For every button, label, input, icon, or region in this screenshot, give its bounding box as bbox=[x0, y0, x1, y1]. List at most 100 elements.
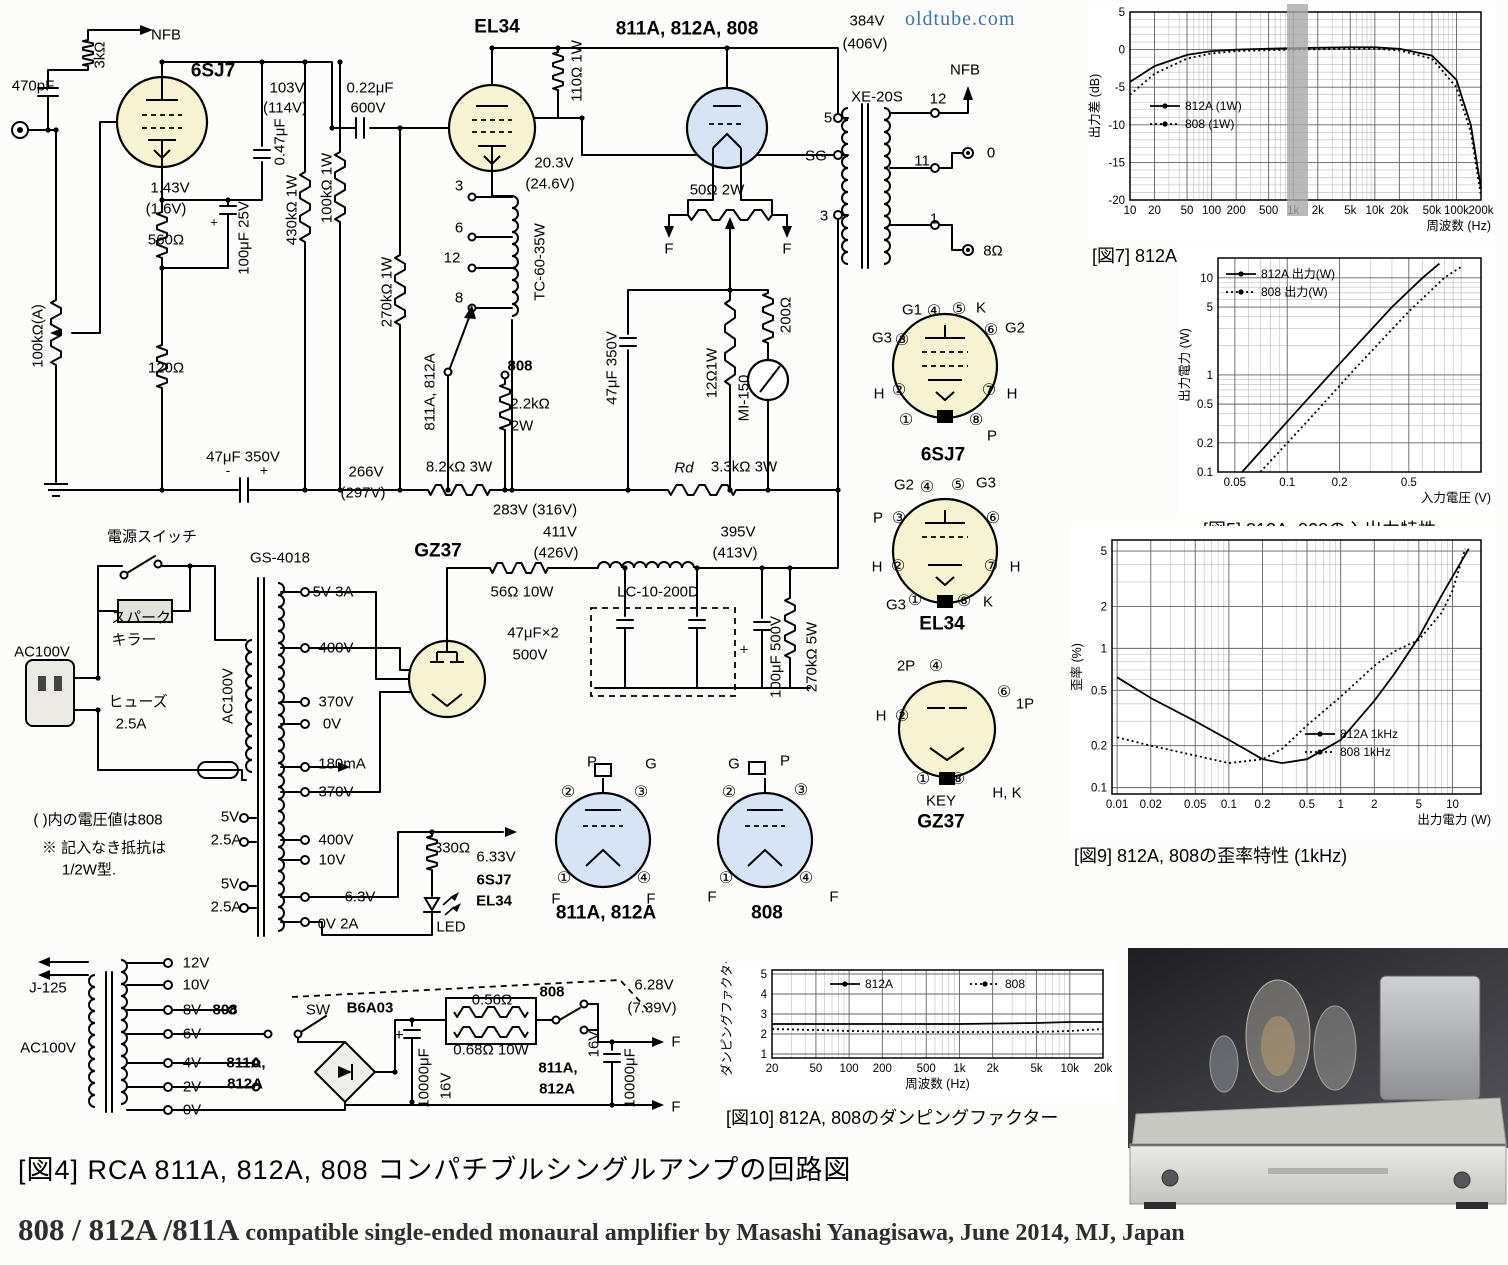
schematic-label: 1 bbox=[929, 210, 939, 228]
schematic-label: B6A03 bbox=[346, 999, 394, 1017]
schematic-label: 10000μF bbox=[621, 1048, 639, 1108]
misc-parts bbox=[25, 410, 955, 1104]
schematic-label: K bbox=[975, 299, 987, 317]
svg-text:808 出力(W): 808 出力(W) bbox=[1261, 285, 1328, 299]
svg-text:5: 5 bbox=[1101, 546, 1107, 558]
svg-text:1: 1 bbox=[1101, 643, 1107, 655]
schematic-label: LED bbox=[436, 918, 466, 936]
svg-text:808 1kHz: 808 1kHz bbox=[1340, 745, 1391, 759]
schematic-label: 5V bbox=[220, 875, 240, 893]
schematic-label: 3 bbox=[454, 177, 464, 195]
schematic-label: 330Ω bbox=[433, 839, 471, 857]
schematic-label: SW bbox=[305, 1001, 331, 1019]
series-812A 1kHz bbox=[1116, 548, 1470, 765]
schematic-label: G1 bbox=[901, 301, 923, 319]
svg-text:10: 10 bbox=[1200, 273, 1213, 285]
schematic-label: ※ 記入なき抵抗は bbox=[41, 839, 167, 857]
svg-text:100: 100 bbox=[840, 1063, 859, 1075]
tube-electrodes bbox=[146, 77, 967, 867]
schematic-label: スパーク bbox=[110, 609, 172, 627]
schematic-label: TC-60-35W bbox=[531, 223, 549, 301]
schematic-label: H bbox=[871, 558, 883, 576]
svg-text:出力電力 (W): 出力電力 (W) bbox=[1178, 328, 1192, 402]
schematic-label: 8 bbox=[454, 289, 464, 307]
schematic-label: (297V) bbox=[340, 484, 386, 502]
svg-text:2k: 2k bbox=[987, 1063, 999, 1075]
svg-text:-15: -15 bbox=[1108, 157, 1125, 169]
schematic-label: 100kΩ 1W bbox=[318, 152, 336, 224]
schematic-label: + bbox=[259, 462, 269, 478]
schematic-label: 811A, 812A bbox=[421, 353, 439, 431]
svg-text:50: 50 bbox=[1181, 205, 1194, 217]
schematic-label: 2.5A bbox=[210, 898, 242, 916]
schematic-label: 12Ω1W bbox=[703, 347, 721, 399]
schematic-label: Rd bbox=[674, 459, 694, 477]
schematic-label: + bbox=[739, 641, 749, 659]
schematic-label: 411V bbox=[543, 523, 577, 541]
schematic-label: (7.39V) bbox=[627, 999, 677, 1017]
tube-envelopes bbox=[115, 75, 999, 889]
svg-text:0.5: 0.5 bbox=[1197, 399, 1213, 411]
svg-text:0.2: 0.2 bbox=[1332, 477, 1348, 489]
svg-text:周波数 (Hz): 周波数 (Hz) bbox=[905, 1076, 970, 1091]
tube-811a bbox=[685, 86, 769, 170]
schematic-label: + bbox=[394, 1027, 404, 1044]
schematic-label: 395V bbox=[720, 523, 756, 541]
schematic-label: 811A, 812A, 808 bbox=[615, 18, 759, 40]
svg-text:-5: -5 bbox=[1115, 82, 1125, 94]
schematic-label: ⑧ bbox=[950, 771, 966, 788]
schematic-label: G3 bbox=[885, 596, 907, 614]
schematic-label: ④ bbox=[926, 303, 942, 320]
svg-text:0.1: 0.1 bbox=[1197, 467, 1213, 479]
svg-text:2: 2 bbox=[761, 1029, 767, 1041]
amplifier-photo bbox=[1128, 948, 1508, 1209]
schematic-label: AC100V bbox=[219, 668, 237, 724]
svg-text:5k: 5k bbox=[1030, 1063, 1042, 1075]
schematic-label: 266V bbox=[348, 463, 384, 481]
schematic-label: ③ bbox=[894, 332, 910, 349]
schematic-label: 270kΩ 5W bbox=[803, 621, 821, 693]
schematic-label: 370V bbox=[318, 783, 354, 801]
schematic-label: P bbox=[586, 753, 598, 771]
schematic-label: 808 bbox=[507, 357, 533, 375]
legend: 812A 1kHz 808 1kHz bbox=[1305, 727, 1398, 759]
svg-text:3: 3 bbox=[761, 1009, 767, 1021]
schematic-label: H bbox=[1006, 385, 1018, 403]
watermark: oldtube.com bbox=[905, 8, 1016, 30]
schematic-label: 47μF 350V bbox=[206, 448, 280, 466]
svg-text:812A 1kHz: 812A 1kHz bbox=[1340, 727, 1398, 741]
schematic-label: 47μF×2 bbox=[507, 624, 559, 642]
svg-text:0.01: 0.01 bbox=[1106, 799, 1128, 811]
svg-text:10: 10 bbox=[1446, 799, 1459, 811]
schematic-label: 5V 3A bbox=[312, 583, 354, 601]
front-knob-left bbox=[1161, 1169, 1179, 1187]
schematic-label: ヒューズ bbox=[108, 693, 168, 711]
chart-fig10-caption: [図10] 812A, 808のダンピングファクター bbox=[726, 1108, 1059, 1128]
schematic-label: 50Ω 2W bbox=[689, 181, 745, 199]
tube-glow bbox=[1261, 1016, 1295, 1076]
svg-text:出力差 (dB): 出力差 (dB) bbox=[1088, 74, 1102, 139]
schematic-label: ⑥ bbox=[985, 510, 1001, 527]
schematic-label: KEY bbox=[925, 792, 957, 810]
schematic-label: 1P bbox=[1015, 695, 1035, 713]
footer-title-rest: compatible single-ended monaural amplifi… bbox=[239, 1220, 1185, 1246]
schematic-label: 0.68Ω 10W bbox=[453, 1041, 529, 1059]
schematic-label: 1.43V bbox=[150, 179, 190, 197]
svg-text:0.5: 0.5 bbox=[1091, 685, 1107, 697]
svg-text:0.05: 0.05 bbox=[1224, 477, 1246, 489]
schematic-label: 400V bbox=[318, 831, 354, 849]
schematic-label: (114V) bbox=[263, 99, 307, 117]
svg-text:1k: 1k bbox=[953, 1063, 965, 1075]
legend: 812A 出力(W)808 出力(W) bbox=[1226, 267, 1335, 299]
schematic-label: G bbox=[728, 755, 740, 773]
schematic-label: 430kΩ 1W bbox=[283, 174, 301, 246]
svg-text:200: 200 bbox=[873, 1063, 892, 1075]
schematic-label: ① bbox=[556, 870, 572, 887]
schematic-label: 120Ω bbox=[147, 359, 185, 377]
schematic-label: 8Ω bbox=[983, 242, 1003, 260]
schematic-label: 811A, 812A bbox=[555, 902, 657, 924]
